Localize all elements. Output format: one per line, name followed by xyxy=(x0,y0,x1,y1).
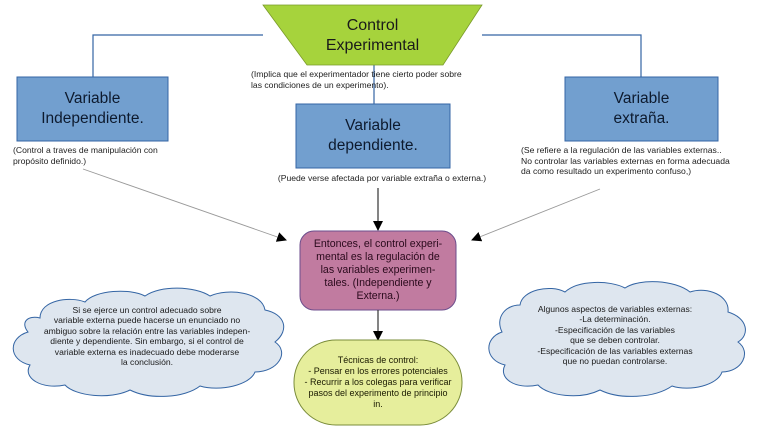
extraneous-note-line2: No controlar las variables externas en f… xyxy=(521,155,730,166)
dependent-line2: dependiente. xyxy=(328,137,418,154)
techniques-line2: - Pensar en los errores potenciales xyxy=(308,366,448,376)
independent-label: Variable Independiente. xyxy=(17,77,168,141)
extraneous-line2: extraña. xyxy=(613,110,670,127)
title-line1: Control xyxy=(346,17,399,34)
left-cloud-line3: ambiguo sobre la relación entre las vari… xyxy=(43,325,251,336)
dependent-note: (Puede verse afectada por variable extra… xyxy=(257,173,507,184)
conclusion-line2: mental es la regulación de xyxy=(316,251,440,263)
conclusion-line3: las variables experimen- xyxy=(320,264,436,276)
arrow-extraneous-to-conclusion xyxy=(471,188,601,242)
box-dependent[interactable] xyxy=(295,103,451,169)
techniques-line5: in. xyxy=(373,399,383,409)
left-cloud-line6: la conclusión. xyxy=(120,357,174,367)
box-extraneous[interactable] xyxy=(564,76,719,142)
left-cloud-line1: Si se ejerce un control adecuado sobre xyxy=(72,304,222,315)
cloud-left[interactable] xyxy=(12,287,285,397)
dependent-line1: Variable xyxy=(345,117,401,134)
dependent-label: Variable dependiente. xyxy=(296,104,450,168)
title-note: (Implica que el experimentador tiene cie… xyxy=(251,69,511,90)
independent-note-line2: propósito definido.) xyxy=(13,155,87,166)
right-cloud-label: Algunos aspectos de variables externas: … xyxy=(495,300,735,370)
extraneous-note-line1: (Se refiere a la regulación de las varia… xyxy=(521,145,722,155)
title-line2: Experimental xyxy=(325,37,420,54)
dependent-note-text: (Puede verse afectada por variable extra… xyxy=(277,173,487,183)
techniques-label: Técnicas de control: - Pensar en los err… xyxy=(294,340,462,425)
left-cloud-line2: variable externa puede hacerse un enunci… xyxy=(53,315,241,325)
right-cloud-line3: -Especificación de las variables xyxy=(555,324,675,335)
conclusion-line5: Externa.) xyxy=(356,290,400,302)
right-cloud-line1: Algunos aspectos de variables externas: xyxy=(537,303,693,314)
techniques-line1: Técnicas de control: xyxy=(337,355,419,365)
left-cloud-line5: variable externa es inadecuado debe mode… xyxy=(54,346,240,357)
extraneous-label: Variable extraña. xyxy=(565,77,718,141)
right-cloud-line6: que no puedan controlarse. xyxy=(562,356,668,366)
box-independent[interactable] xyxy=(16,76,169,142)
right-cloud-line2: -La determinación. xyxy=(579,314,651,324)
techniques-line4: pasos del experimento de principio xyxy=(308,388,448,398)
conclusion-label: Entonces, el control experi- mental es l… xyxy=(300,231,456,310)
arrow-independent-to-conclusion xyxy=(82,168,287,242)
conclusion-line4: tales. (Independiente y xyxy=(324,277,432,289)
left-cloud-label: Si se ejerce un control adecuado sobre v… xyxy=(12,302,282,370)
title-label: Control Experimental xyxy=(300,12,445,60)
box-techniques[interactable] xyxy=(293,339,463,426)
extraneous-note-line3: da como resultado un experimento confuso… xyxy=(521,166,692,176)
extraneous-note: (Se refiere a la regulación de las varia… xyxy=(521,145,766,177)
independent-note: (Control a traves de manipulación con pr… xyxy=(13,145,203,166)
independent-line1: Variable xyxy=(64,90,121,107)
connector-title-left xyxy=(92,34,263,77)
right-cloud-line5: -Especificación de las variables externa… xyxy=(537,345,693,356)
title-trapezoid[interactable] xyxy=(262,4,483,66)
title-note-line1: (Implica que el experimentador tiene cie… xyxy=(251,69,462,79)
independent-note-line1: (Control a traves de manipulación con xyxy=(13,145,158,155)
connector-title-right xyxy=(482,34,642,77)
conclusion-line1: Entonces, el control experi- xyxy=(313,238,443,250)
techniques-line3: - Recurrir a los colegas para verificar xyxy=(304,377,452,387)
extraneous-line1: Variable xyxy=(613,90,670,107)
right-cloud-line4: que se deben controlar. xyxy=(570,335,660,345)
left-cloud-line4: diente y dependiente. Sin embargo, si el… xyxy=(50,336,244,346)
independent-line2: Independiente. xyxy=(41,110,144,127)
cloud-right[interactable] xyxy=(488,281,746,397)
title-note-line2: las condiciones de un experimento). xyxy=(251,79,389,90)
